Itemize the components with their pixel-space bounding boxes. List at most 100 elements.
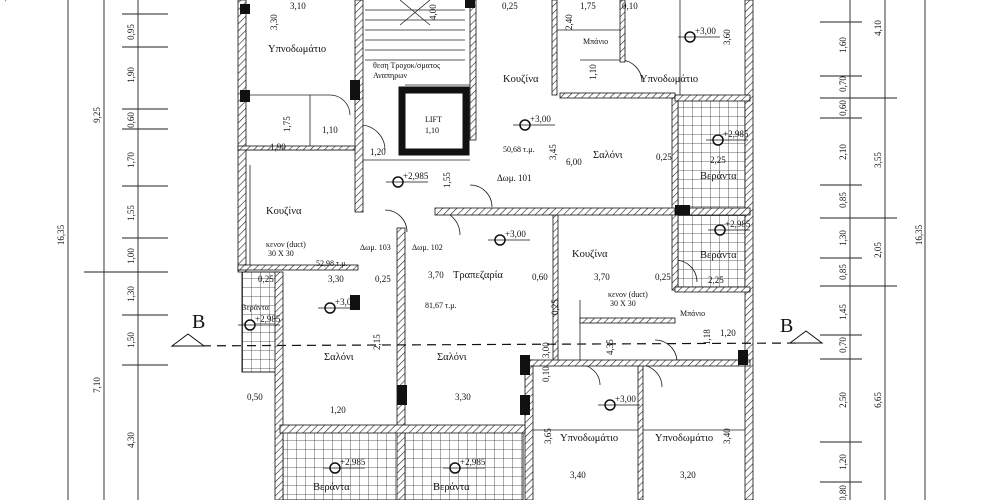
wall xyxy=(279,424,526,434)
section-arrow-right xyxy=(788,330,824,344)
area-label: 81,67 τ.μ. xyxy=(425,301,457,310)
dimension-label: 2,10 xyxy=(838,144,848,160)
wall xyxy=(674,286,751,293)
apartment-label: Δωμ. 103 xyxy=(360,243,391,252)
dimension-label: 0,25 xyxy=(258,274,274,284)
wall xyxy=(434,207,676,216)
lift-label: LIFT xyxy=(425,115,442,124)
stair-void xyxy=(399,0,431,26)
dimension-label: 4,30 xyxy=(126,432,136,448)
dimension-label: 0,60 xyxy=(126,112,136,128)
room-label: Σαλόνι xyxy=(324,352,354,363)
veranda-tiles xyxy=(241,99,746,500)
room-label: Τραπεζαρία xyxy=(453,270,503,281)
wall xyxy=(579,317,676,324)
apartment-label: Δωμ. 101 xyxy=(497,173,532,183)
dimension-label: 1,20 xyxy=(720,328,736,338)
dimension-label: 1,00 xyxy=(126,248,136,264)
room-label: Υπνοδωμάτιο xyxy=(655,433,713,444)
dimension-label: 0,25 xyxy=(656,152,672,162)
level-value: +3,00 xyxy=(695,26,716,36)
level-value: +2,985 xyxy=(460,457,486,467)
dimension-label: 1,30 xyxy=(126,286,136,302)
room-label: θεση Τροχοκ/σματος xyxy=(373,61,441,70)
apartment-label: Δωμ. 102 xyxy=(412,243,443,252)
section-arrow-left xyxy=(170,333,206,347)
wall xyxy=(237,145,356,151)
dimension-label: 0,10 xyxy=(622,1,638,11)
dimension-label: 3,65 xyxy=(543,428,553,444)
room-label: Υπνοδωμάτιο xyxy=(268,44,326,55)
wall xyxy=(551,0,558,96)
wall xyxy=(469,0,477,141)
dimension-label: 0,80 xyxy=(838,485,848,500)
room-label: Υπνοδωμάτιο xyxy=(640,74,698,85)
dimension-label: 3,40 xyxy=(722,428,732,444)
level-value: +3,00 xyxy=(505,229,526,239)
duct-label: κενον (duct) xyxy=(608,290,648,299)
wall xyxy=(524,359,534,500)
dimension-label: 1,90 xyxy=(270,142,286,152)
level-value: +3,00 xyxy=(615,394,636,404)
column xyxy=(240,4,250,14)
veranda-floor xyxy=(677,99,746,209)
wall xyxy=(619,0,626,63)
room-label: Βεράντα xyxy=(433,482,470,493)
duct-label: κενον (duct) xyxy=(266,240,306,249)
level-value: +2,985 xyxy=(403,171,429,181)
dimension-label: 2,40 xyxy=(564,14,574,30)
area-label: 50,68 τ.μ. xyxy=(503,145,535,154)
room-label: Κουζίνα xyxy=(503,74,539,85)
room-labels: Υπνοδωμάτιο θεση Τροχοκ/σματος Αναπηρων … xyxy=(241,37,737,493)
dimension-label: 0,85 xyxy=(838,192,848,208)
dimension-label: 0,60 xyxy=(532,272,548,282)
wall xyxy=(674,94,751,102)
wall xyxy=(637,361,644,500)
wall xyxy=(237,264,359,271)
dimension-label: 1,10 xyxy=(322,125,338,135)
level-value: +2,985 xyxy=(340,457,366,467)
dimension-label: 4,10 xyxy=(873,20,883,36)
dimension-label: 16,35 xyxy=(56,224,66,245)
dimension-label: 2,15 xyxy=(372,334,382,350)
wall xyxy=(671,94,679,291)
dimension-label: 3,30 xyxy=(328,274,344,284)
level-value: +3,00 xyxy=(530,114,551,124)
wall xyxy=(552,214,559,366)
room-label: Βεράντα xyxy=(313,482,350,493)
room-label: Μπάνιο xyxy=(583,37,608,46)
dimension-label: 0,85 xyxy=(838,264,848,280)
wall xyxy=(354,0,364,213)
column xyxy=(397,385,407,405)
dimension-label: 1,90 xyxy=(126,67,136,83)
dimension-label: 4,35 xyxy=(605,339,615,355)
room-label: Βεράντα xyxy=(700,171,737,182)
dimension-label: 1,30 xyxy=(838,230,848,246)
dimension-label: 3,30 xyxy=(269,14,279,30)
dimension-label: 1,55 xyxy=(442,172,452,188)
room-label: Σαλόνι xyxy=(593,150,623,161)
level-value: +2,985 xyxy=(255,314,281,324)
dimension-label: 2,25 xyxy=(710,155,726,165)
column xyxy=(738,350,748,365)
dimension-label: 1,10 xyxy=(588,64,598,80)
wall xyxy=(559,92,676,99)
dimension-label: 1,60 xyxy=(838,37,848,53)
dimension-label: 2,25 xyxy=(708,275,724,285)
dimension-label: 3,10 xyxy=(290,1,306,11)
duct-label: 30 X 30 xyxy=(610,299,636,308)
level-value: +2,985 xyxy=(723,129,749,139)
duct-label: 30 X 30 xyxy=(268,249,294,258)
dimension-label: 1,20 xyxy=(330,405,346,415)
dimension-label: 7,10 xyxy=(92,377,102,393)
level-value: +2,985 xyxy=(725,219,751,229)
room-label: Υπνοδωμάτιο xyxy=(560,433,618,444)
section-label-left: B xyxy=(192,311,205,333)
lift-dim: 1,10 xyxy=(425,126,439,135)
lift-shaft xyxy=(398,86,470,156)
area-label: 52,98 τ.μ. xyxy=(316,259,348,268)
room-label: Κουζίνα xyxy=(266,206,302,217)
dimension-label: 0,25 xyxy=(375,274,391,284)
